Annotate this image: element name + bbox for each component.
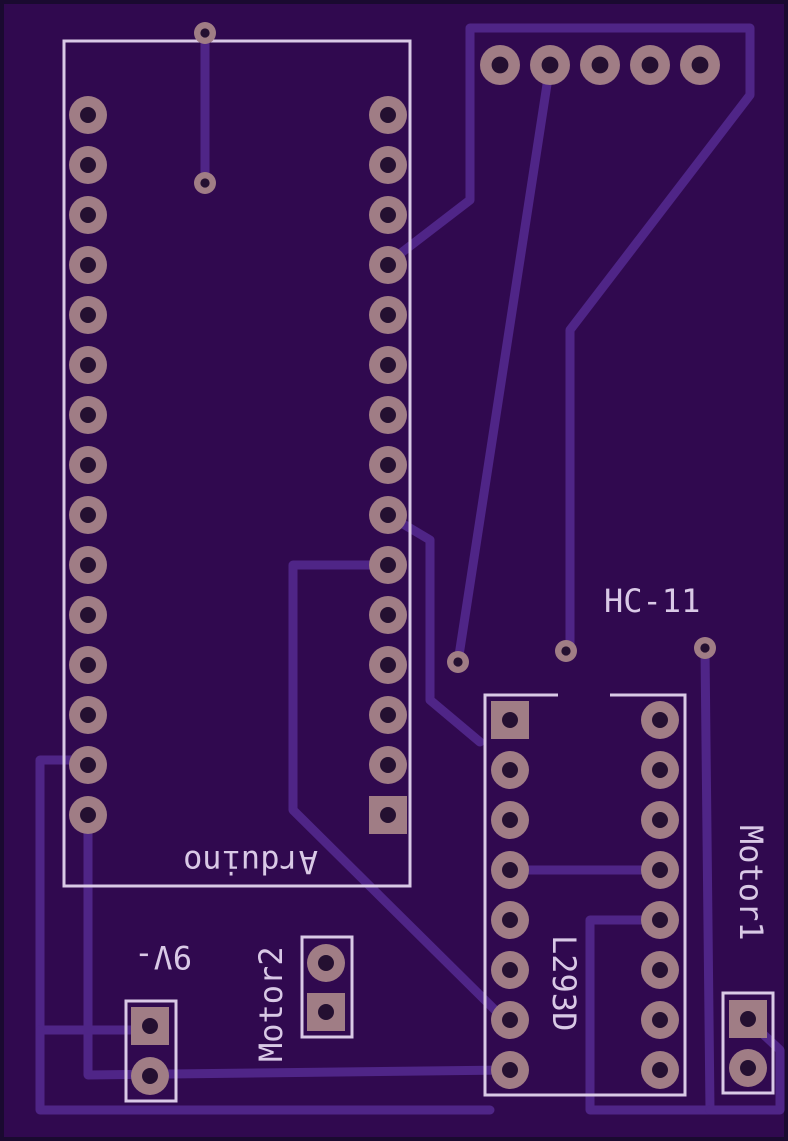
via [194, 22, 216, 44]
arduino-pin [369, 546, 407, 584]
hc11-pin [530, 45, 570, 85]
arduino-pin [69, 346, 107, 384]
arduino-pin [69, 396, 107, 434]
silkscreen-outlines [62, 39, 775, 1103]
arduino-pin [369, 496, 407, 534]
arduino-pin [69, 246, 107, 284]
hc11-pin [480, 45, 520, 85]
arduino-pin [369, 396, 407, 434]
l293d-pin [491, 801, 529, 839]
arduino-pin [369, 246, 407, 284]
l293d-pin [491, 951, 529, 989]
arduino-pin [369, 346, 407, 384]
battery-pin [131, 1007, 169, 1045]
l293d-pin [491, 1051, 529, 1089]
arduino-pin [369, 446, 407, 484]
arduino-pin [369, 296, 407, 334]
hc11-pin [630, 45, 670, 85]
battery-pin [131, 1057, 169, 1095]
arduino-pin [69, 496, 107, 534]
via [194, 172, 216, 194]
motor1-pin [729, 1000, 767, 1038]
motor1-label: Motor1 [732, 825, 770, 941]
arduino-pin [69, 696, 107, 734]
arduino-pin [69, 796, 107, 834]
arduino-pin [369, 696, 407, 734]
battery-label: 9V- [134, 938, 192, 976]
l293d-pin [491, 851, 529, 889]
l293d-label: L293D [545, 935, 583, 1031]
motor1-outline [721, 991, 775, 1095]
pads [69, 22, 767, 1095]
l293d-pin [491, 701, 529, 739]
hc11-pin [580, 45, 620, 85]
hc11-label: HC-11 [604, 582, 700, 620]
l293d-pin [641, 801, 679, 839]
battery-outline [124, 999, 178, 1103]
l293d-pin [491, 1001, 529, 1039]
arduino-pin [69, 596, 107, 634]
l293d-pin [641, 701, 679, 739]
arduino-label: Arduino [183, 843, 318, 881]
motor2-label: Motor2 [252, 946, 290, 1062]
arduino-pin [369, 646, 407, 684]
arduino-pin [69, 196, 107, 234]
arduino-pin [369, 596, 407, 634]
arduino-pin [69, 446, 107, 484]
motor2-outline [300, 935, 354, 1039]
arduino-pin [369, 196, 407, 234]
arduino-pin [69, 546, 107, 584]
via [694, 637, 716, 659]
l293d-outline [483, 693, 687, 1097]
motor2-pin [307, 944, 345, 982]
arduino-pin [69, 296, 107, 334]
arduino-pin [69, 646, 107, 684]
motor1-pin [729, 1049, 767, 1087]
arduino-pin [369, 796, 407, 834]
arduino-pin [369, 146, 407, 184]
arduino-pin [69, 146, 107, 184]
l293d-pin [491, 901, 529, 939]
l293d-pin [641, 1051, 679, 1089]
arduino-pin [369, 746, 407, 784]
arduino-pin [69, 96, 107, 134]
via [555, 640, 577, 662]
hc11-pin [680, 45, 720, 85]
arduino-pin [369, 96, 407, 134]
l293d-pin [641, 901, 679, 939]
l293d-pin [641, 851, 679, 889]
arduino-outline [62, 39, 412, 888]
l293d-pin [491, 751, 529, 789]
copper-traces [35, 23, 785, 1115]
l293d-pin [641, 1001, 679, 1039]
l293d-pin [641, 751, 679, 789]
arduino-pin [69, 746, 107, 784]
motor2-pin [307, 993, 345, 1031]
via [447, 651, 469, 673]
l293d-pin [641, 951, 679, 989]
